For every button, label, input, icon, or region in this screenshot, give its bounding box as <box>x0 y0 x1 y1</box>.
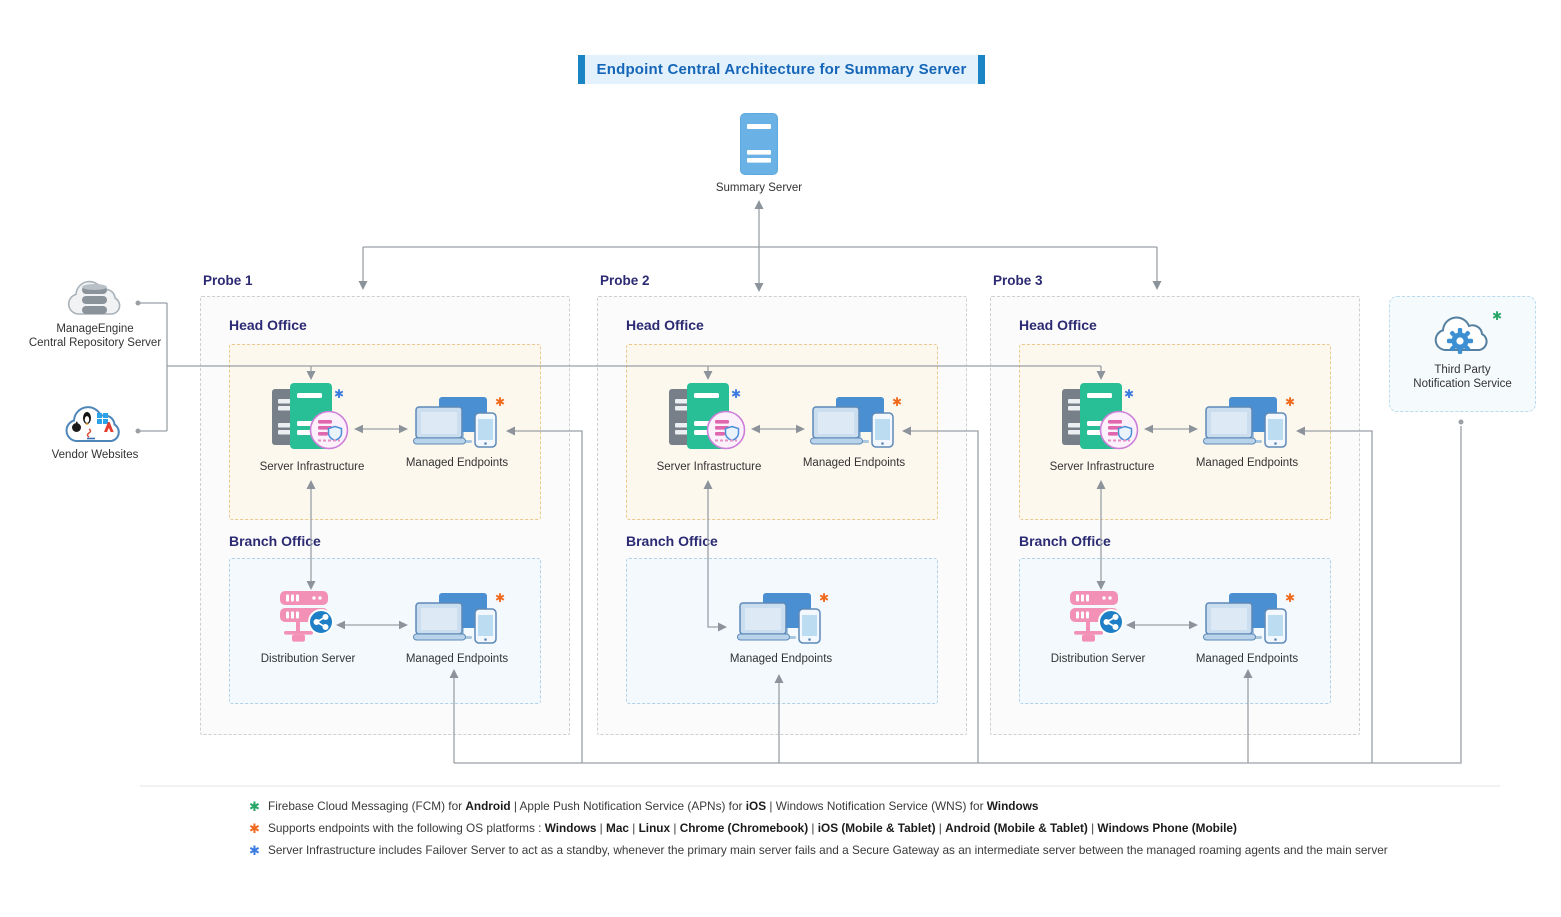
server-infrastructure-label: Server Infrastructure <box>259 461 365 473</box>
share-icon <box>308 609 334 635</box>
managed-endpoints-label: Managed Endpoints <box>802 457 906 469</box>
central-repository-label-line1: ManageEngine <box>56 323 134 335</box>
server-note-asterisk-icon: ✱ <box>1124 387 1135 401</box>
probe-1: Probe 1 Head Office Branch Office ✱ Serv… <box>200 273 570 735</box>
managed-endpoints-label: Managed Endpoints <box>405 653 509 665</box>
probe-title: Probe 1 <box>203 273 253 288</box>
legend-text-failover: Server Infrastructure includes Failover … <box>268 843 1388 857</box>
notification-note-asterisk-icon: ✱ <box>1492 309 1503 323</box>
head-office-label: Head Office <box>229 317 307 333</box>
legend-row-platforms: ✱ Supports endpoints with the following … <box>249 821 1388 836</box>
third-party-label-line1: Third Party <box>1434 364 1491 376</box>
bidirectional-arrow-icon <box>1126 620 1198 630</box>
cloud-gear-icon <box>1434 316 1488 354</box>
managed-endpoints-label: Managed Endpoints <box>1195 653 1299 665</box>
bidirectional-arrow-icon <box>336 620 408 630</box>
third-party-label-line2: Notification Service <box>1413 378 1512 390</box>
probe-title: Probe 2 <box>600 273 650 288</box>
server-infrastructure-node: ✱ Server Infrastructure <box>1049 383 1155 474</box>
managed-endpoints-label: Managed Endpoints <box>729 653 833 665</box>
title-accent-bar <box>578 55 585 84</box>
legend-row-failover: ✱ Server Infrastructure includes Failove… <box>249 843 1388 858</box>
managed-endpoints-icon <box>413 593 497 644</box>
vendor-logos <box>72 412 114 440</box>
bidirectional-arrow-icon <box>1144 424 1198 434</box>
managed-endpoints-label: Managed Endpoints <box>405 457 509 469</box>
endpoints-note-asterisk-icon: ✱ <box>495 591 506 605</box>
endpoints-note-asterisk-icon: ✱ <box>495 395 506 409</box>
central-repository-icon <box>67 280 121 315</box>
vendor-websites-label: Vendor Websites <box>51 449 139 461</box>
head-managed-endpoints-node: ✱ Managed Endpoints <box>802 395 906 470</box>
title-accent-bar <box>978 55 985 84</box>
server-note-asterisk-icon: ✱ <box>731 387 742 401</box>
endpoints-note-asterisk-icon: ✱ <box>1285 591 1296 605</box>
server-note-asterisk-icon: ✱ <box>334 387 345 401</box>
probe-title: Probe 3 <box>993 273 1043 288</box>
head-office-label: Head Office <box>1019 317 1097 333</box>
endpoints-note-asterisk-icon: ✱ <box>819 591 830 605</box>
managed-endpoints-label: Managed Endpoints <box>1195 457 1299 469</box>
distribution-server-node: Distribution Server <box>258 589 358 666</box>
central-repository-label-line2: Central Repository Server <box>28 337 162 349</box>
server-infrastructure-label: Server Infrastructure <box>656 461 762 473</box>
branch-managed-endpoints-node: ✱ Managed Endpoints <box>729 591 833 666</box>
gear-icon <box>1447 328 1473 354</box>
branch-office-label: Branch Office <box>229 533 321 549</box>
distribution-server-label: Distribution Server <box>260 653 356 665</box>
distribution-server-label: Distribution Server <box>1050 653 1146 665</box>
managed-endpoints-icon <box>737 593 821 644</box>
central-repository-label: ManageEngine Central Repository Server <box>0 322 190 350</box>
vendor-websites-icon <box>65 406 120 442</box>
legend-text-platforms: Supports endpoints with the following OS… <box>268 821 1237 835</box>
summary-server-label: Summary Server <box>715 182 803 194</box>
probe-3: Probe 3 Head Office Branch Office ✱ Serv… <box>990 273 1360 735</box>
legend-asterisk-orange-icon: ✱ <box>249 821 260 836</box>
summary-server-node <box>740 113 778 175</box>
legend-row-fcm: ✱ Firebase Cloud Messaging (FCM) for And… <box>249 799 1388 814</box>
summary-server-icon <box>740 113 778 175</box>
shield-icon <box>327 425 343 442</box>
managed-endpoints-icon <box>810 397 894 448</box>
shield-icon <box>724 425 740 442</box>
managed-endpoints-icon <box>413 397 497 448</box>
endpoints-note-asterisk-icon: ✱ <box>1285 395 1296 409</box>
branch-managed-endpoints-node: ✱ Managed Endpoints <box>1195 591 1299 666</box>
managed-endpoints-icon <box>1203 397 1287 448</box>
share-icon <box>1098 609 1124 635</box>
server-infrastructure-node: ✱ Server Infrastructure <box>259 383 365 474</box>
legend-asterisk-blue-icon: ✱ <box>249 843 260 858</box>
server-infrastructure-icon <box>272 383 349 450</box>
branch-managed-endpoints-node: ✱ Managed Endpoints <box>405 591 509 666</box>
server-infrastructure-icon <box>1062 383 1139 450</box>
diagram-title: Endpoint Central Architecture for Summar… <box>596 61 967 78</box>
third-party-label: Third Party Notification Service <box>1390 363 1535 391</box>
branch-office-label: Branch Office <box>1019 533 1111 549</box>
head-office-label: Head Office <box>626 317 704 333</box>
probe-2: Probe 2 Head Office Branch Office ✱ Serv… <box>597 273 967 735</box>
server-infrastructure-label: Server Infrastructure <box>1049 461 1155 473</box>
legend: ✱ Firebase Cloud Messaging (FCM) for And… <box>249 799 1388 865</box>
server-infrastructure-icon <box>669 383 746 450</box>
third-party-notification-box: ✱ Third Party Notification Service <box>1389 296 1536 412</box>
head-managed-endpoints-node: ✱ Managed Endpoints <box>405 395 509 470</box>
head-managed-endpoints-node: ✱ Managed Endpoints <box>1195 395 1299 470</box>
endpoints-note-asterisk-icon: ✱ <box>892 395 903 409</box>
distribution-server-icon <box>1070 591 1124 642</box>
legend-text-notifications: Firebase Cloud Messaging (FCM) for Andro… <box>268 799 1039 813</box>
server-infrastructure-node: ✱ Server Infrastructure <box>656 383 762 474</box>
shield-icon <box>1117 425 1133 442</box>
bidirectional-arrow-icon <box>354 424 408 434</box>
legend-asterisk-green-icon: ✱ <box>249 799 260 814</box>
branch-office-label: Branch Office <box>626 533 718 549</box>
managed-endpoints-icon <box>1203 593 1287 644</box>
distribution-server-icon <box>280 591 334 642</box>
bidirectional-arrow-icon <box>751 424 805 434</box>
title-banner: Endpoint Central Architecture for Summar… <box>578 55 985 84</box>
